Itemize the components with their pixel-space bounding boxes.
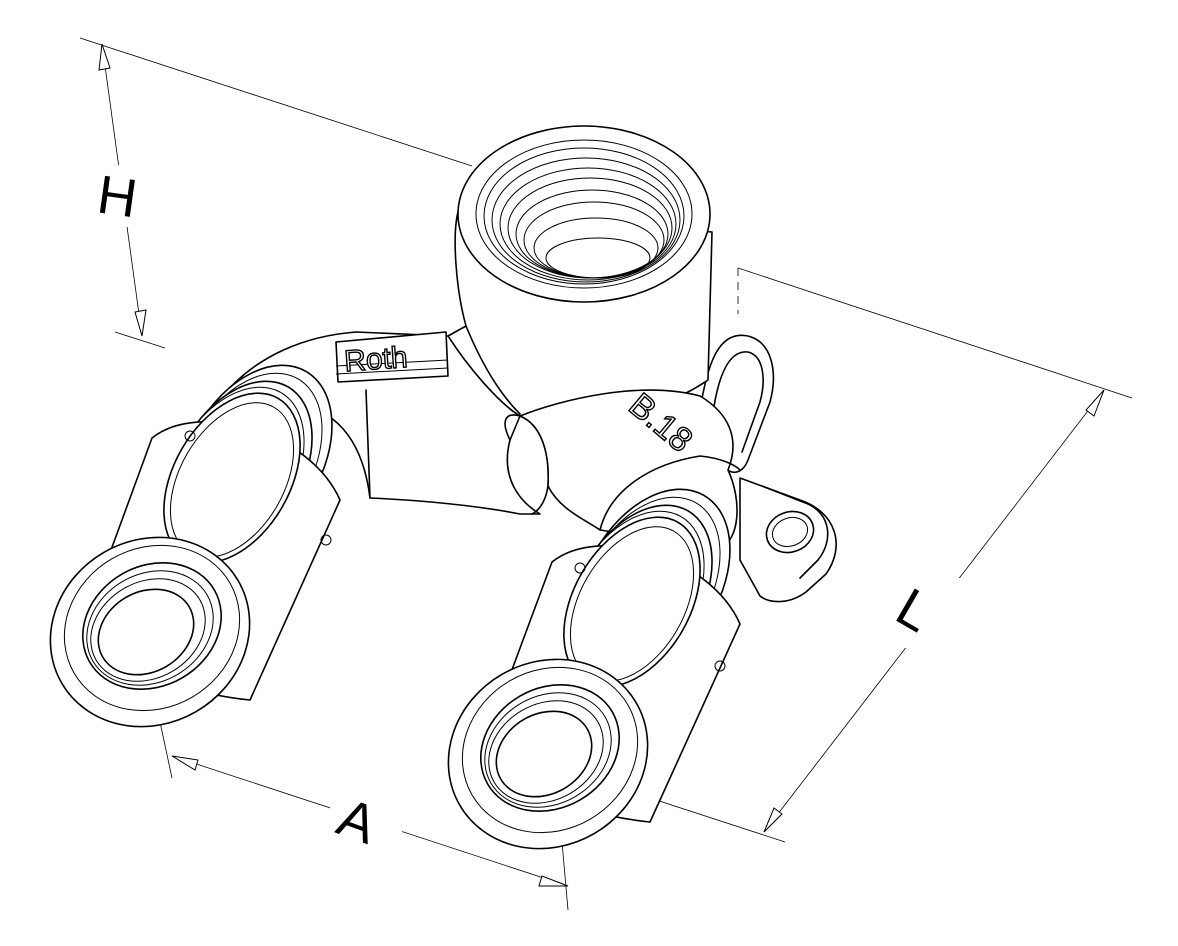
dimension-h-arrow-top (98, 43, 111, 71)
right-press-connector (447, 488, 741, 850)
dimension-a-arrow-right (538, 875, 569, 887)
dimension-a: A (159, 721, 569, 911)
dimension-l-arrow-bottom (763, 807, 783, 833)
dimension-h-label: H (94, 165, 141, 230)
left-press-connector (49, 364, 341, 728)
dimension-h-arrow-bottom (134, 309, 147, 337)
dimension-a-arrow-left (171, 755, 199, 771)
dimension-h: H (79, 37, 473, 349)
threaded-outlet (457, 125, 711, 303)
dimension-l-arrow-top (1085, 389, 1105, 417)
dimension-l: L (594, 267, 1133, 843)
brand-marking: Roth (343, 341, 409, 378)
